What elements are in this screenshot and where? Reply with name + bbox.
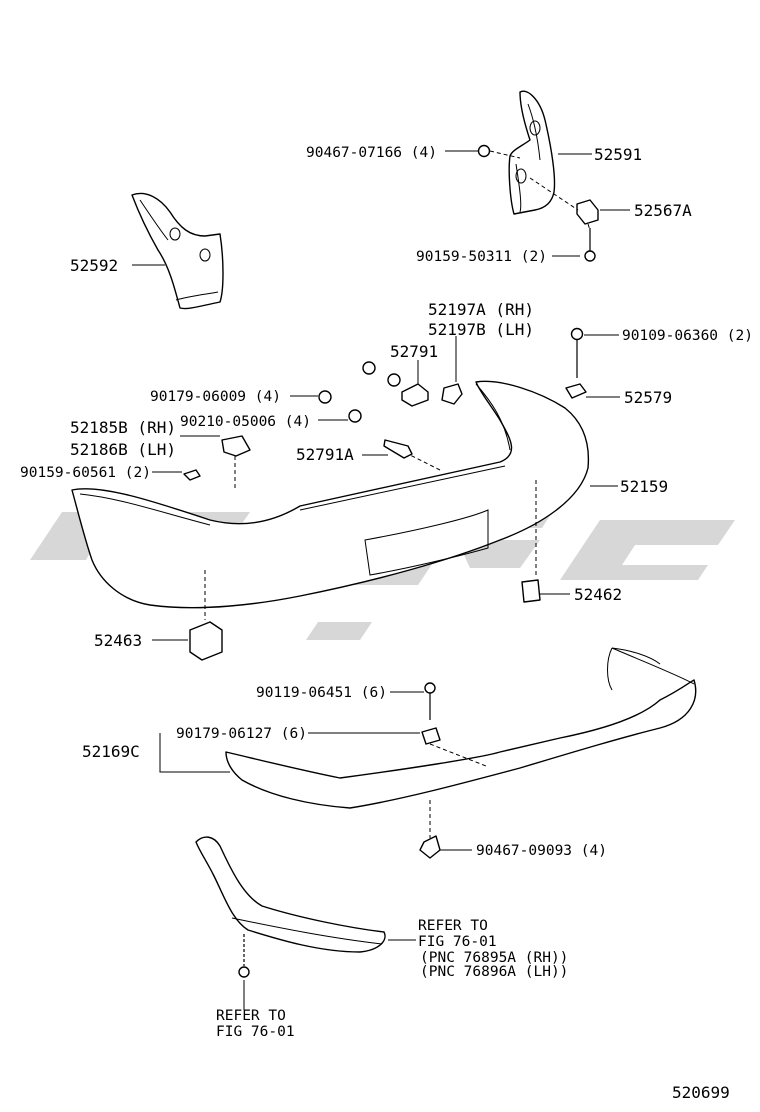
label-52579: 52579 [624, 388, 672, 407]
figure-id: 520699 [672, 1083, 730, 1102]
mudguard-lh [131, 192, 224, 310]
lower-spoiler-52169c [225, 647, 697, 809]
label-52197a: 52197A (RH) [428, 300, 534, 319]
leader-lines [132, 150, 630, 1010]
pad-52462 [521, 579, 541, 603]
mudguard-rh [508, 90, 556, 215]
part-labels: 90467-07166 (4) 52591 52567A 90159-50311… [20, 145, 753, 859]
label-90159-60561: 90159-60561 (2) [20, 465, 151, 481]
label-90179-06009: 90179-06009 (4) [150, 389, 281, 405]
refer-note-right: REFER TO FIG 76-01 (PNC 76895A (RH)) (PN… [418, 918, 568, 980]
label-52567a: 52567A [634, 201, 692, 220]
fastener-group [183, 327, 587, 481]
label-52463: 52463 [94, 631, 142, 650]
label-52185b: 52185B (RH) [70, 418, 176, 437]
refer-right-line2: FIG 76-01 [418, 934, 497, 950]
clip-52567a [576, 199, 599, 225]
label-52791a: 52791A [296, 445, 354, 464]
label-52159: 52159 [620, 477, 668, 496]
label-90119-06451: 90119-06451 (6) [256, 685, 387, 701]
refer-right-line3: (PNC 76895A (RH)) [420, 950, 568, 966]
label-90467-09093: 90467-09093 (4) [476, 843, 607, 859]
label-90159-50311: 90159-50311 (2) [416, 249, 547, 265]
label-52591: 52591 [594, 145, 642, 164]
label-90210-05006: 90210-05006 (4) [180, 414, 311, 430]
refer-right-line4: (PNC 76896A (LH)) [420, 964, 568, 980]
label-52186b: 52186B (LH) [70, 440, 176, 459]
screw-90159-50311 [584, 228, 596, 262]
label-90467-07166: 90467-07166 (4) [306, 145, 437, 161]
pad-52463 [189, 621, 223, 661]
refer-right-line1: REFER TO [418, 918, 488, 934]
label-52791: 52791 [390, 342, 438, 361]
label-52592: 52592 [70, 256, 118, 275]
label-52462: 52462 [574, 585, 622, 604]
refer-bottom-line2: FIG 76-01 [216, 1024, 295, 1040]
label-90179-06127: 90179-06127 (6) [176, 726, 307, 742]
refer-bottom-line1: REFER TO [216, 1008, 286, 1024]
label-52169c: 52169C [82, 742, 140, 761]
lower-fasteners [419, 682, 441, 859]
nut-90467-07166 [477, 144, 491, 158]
side-extension [195, 836, 386, 978]
bumper-cover-52159 [71, 380, 590, 609]
refer-note-bottom: REFER TO FIG 76-01 [216, 1008, 295, 1040]
label-90109-06360: 90109-06360 (2) [622, 328, 753, 344]
label-52197b: 52197B (LH) [428, 320, 534, 339]
